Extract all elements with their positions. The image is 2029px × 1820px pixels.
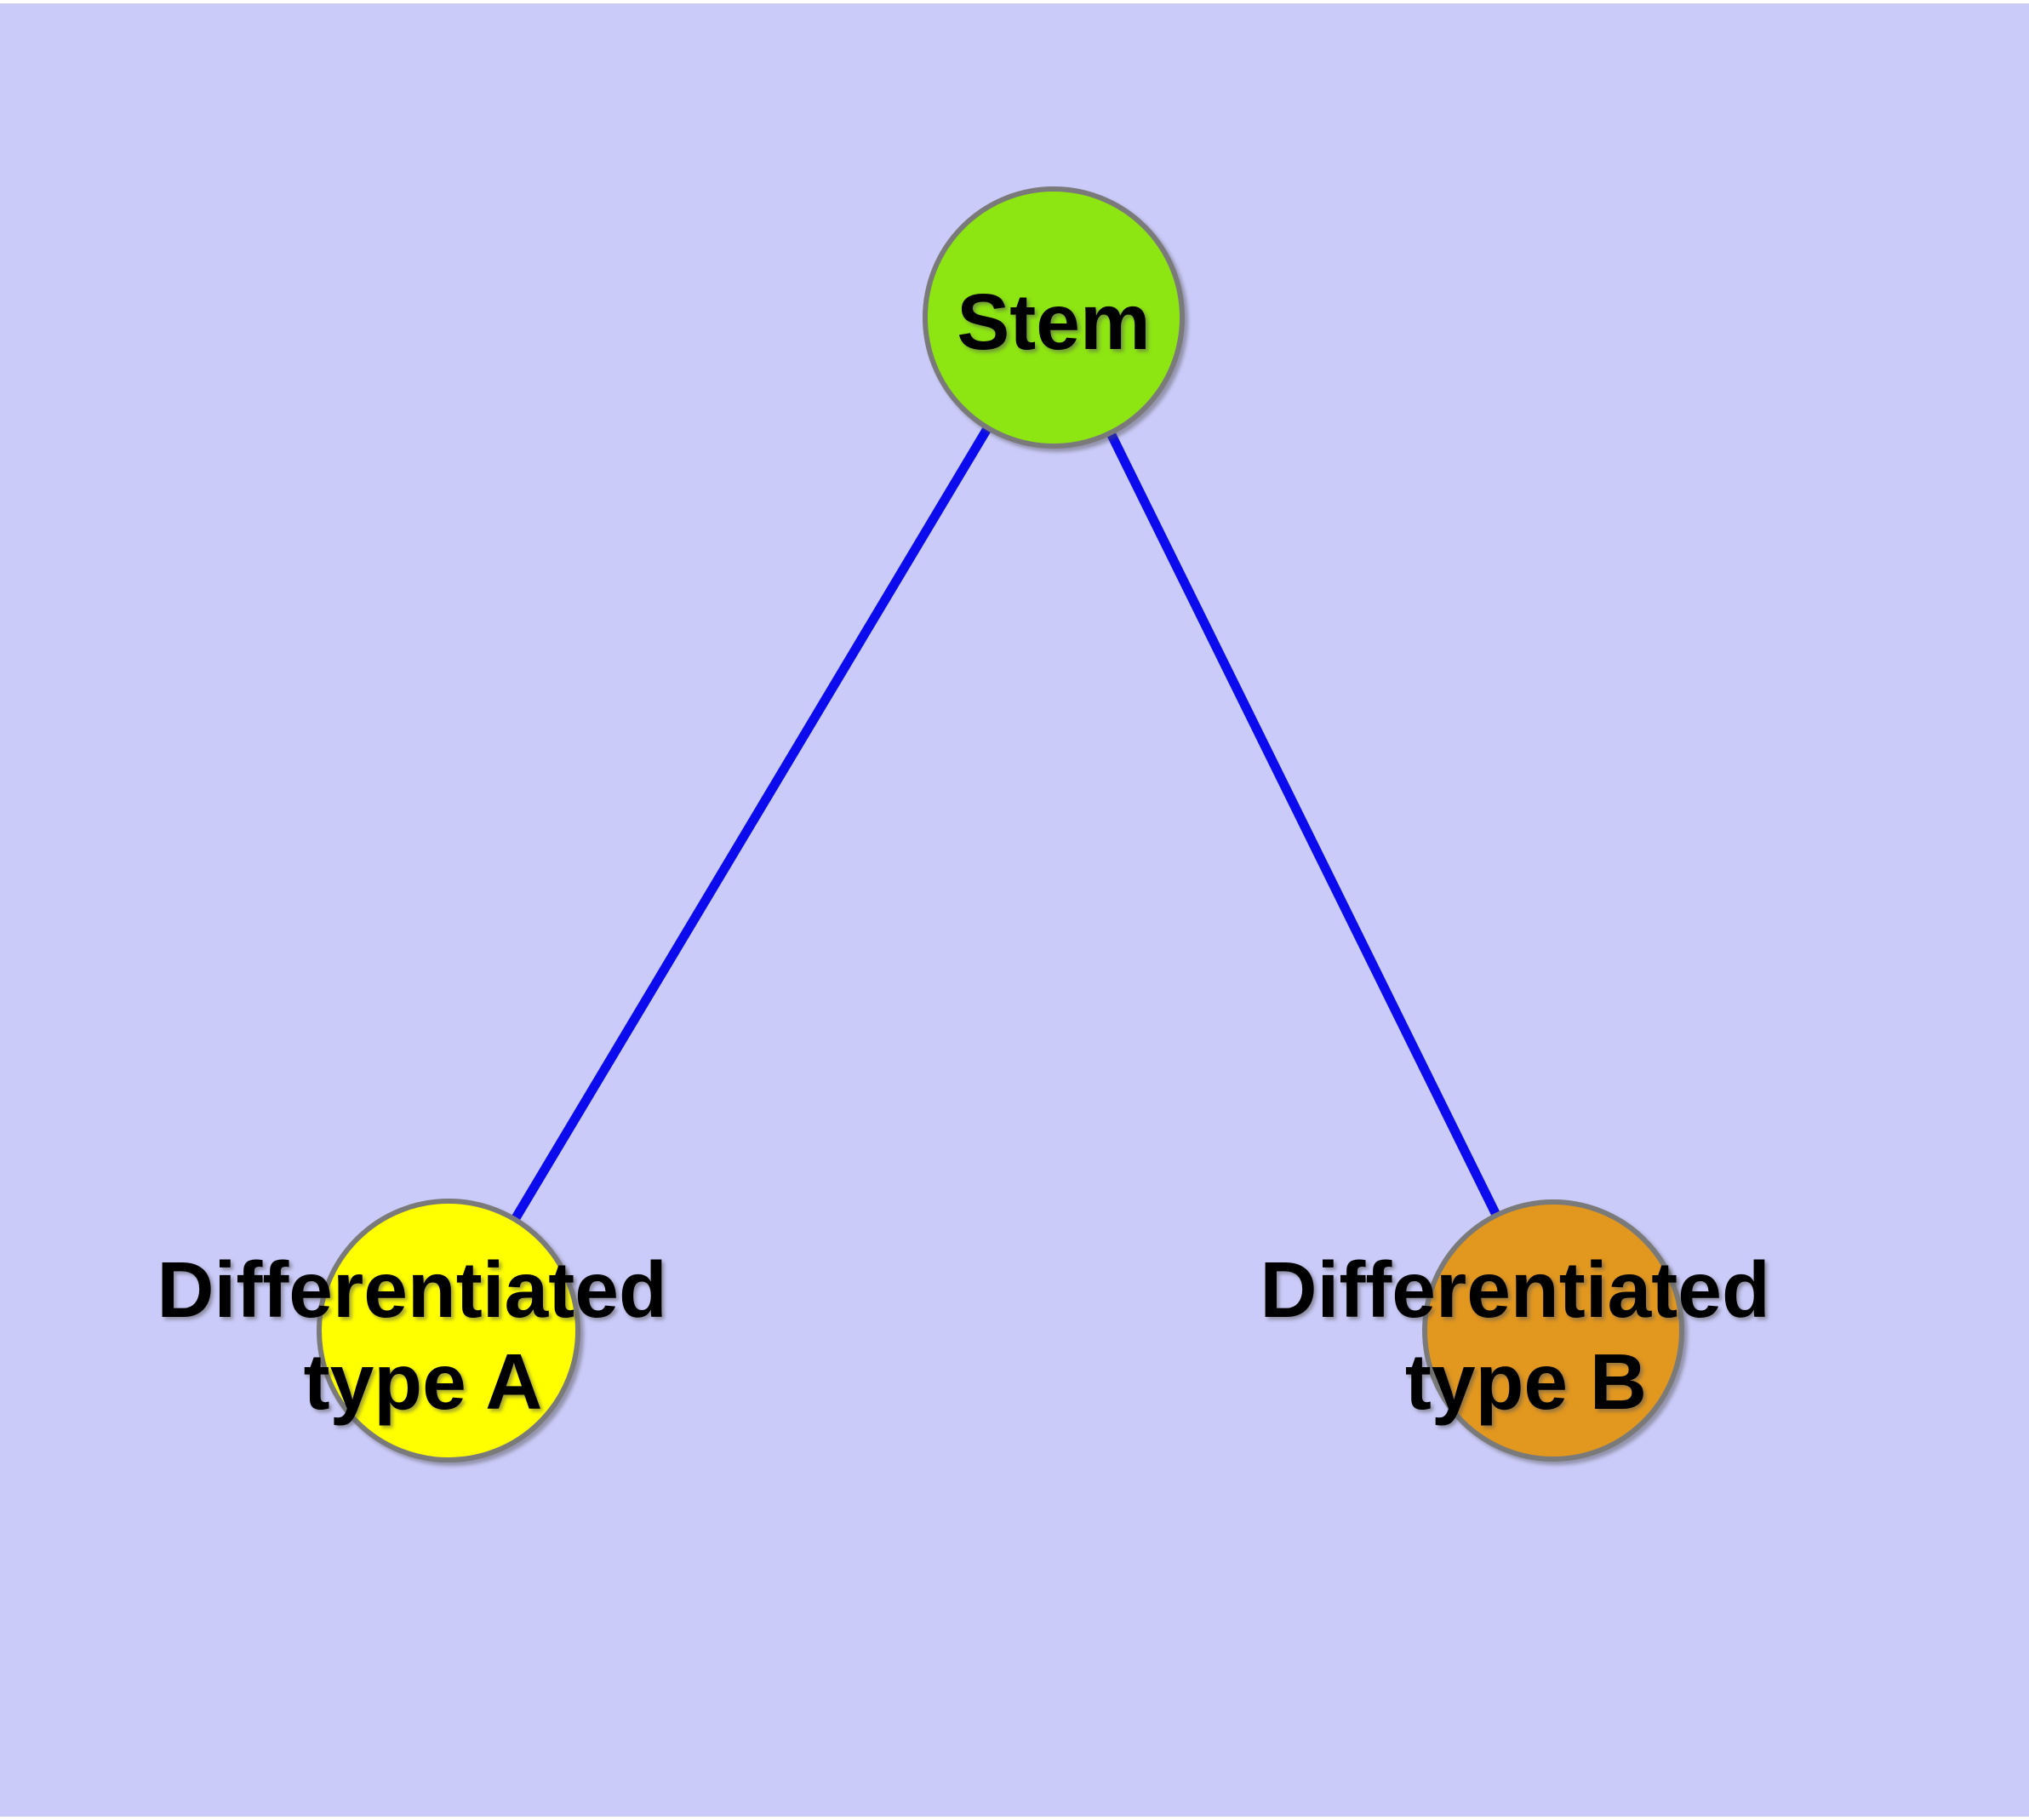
node-type-a-label: Differentiated type A xyxy=(157,1245,689,1426)
node-type-b-label-line2: type B xyxy=(1405,1337,1647,1426)
node-differentiated-type-b xyxy=(1422,1199,1684,1462)
node-type-a-label-line1: Differentiated xyxy=(157,1245,666,1334)
node-type-a-label-line2: type A xyxy=(304,1337,543,1426)
node-stem xyxy=(923,186,1185,449)
edge-stem-to-type-a xyxy=(444,315,1058,1333)
node-stem-label: Stem xyxy=(957,278,1150,366)
node-differentiated-type-a xyxy=(317,1199,580,1462)
node-type-b-label: Differentiated type B xyxy=(1260,1245,1792,1426)
node-type-b-label-line1: Differentiated xyxy=(1260,1245,1769,1334)
edge-stem-to-type-b xyxy=(1049,315,1557,1333)
